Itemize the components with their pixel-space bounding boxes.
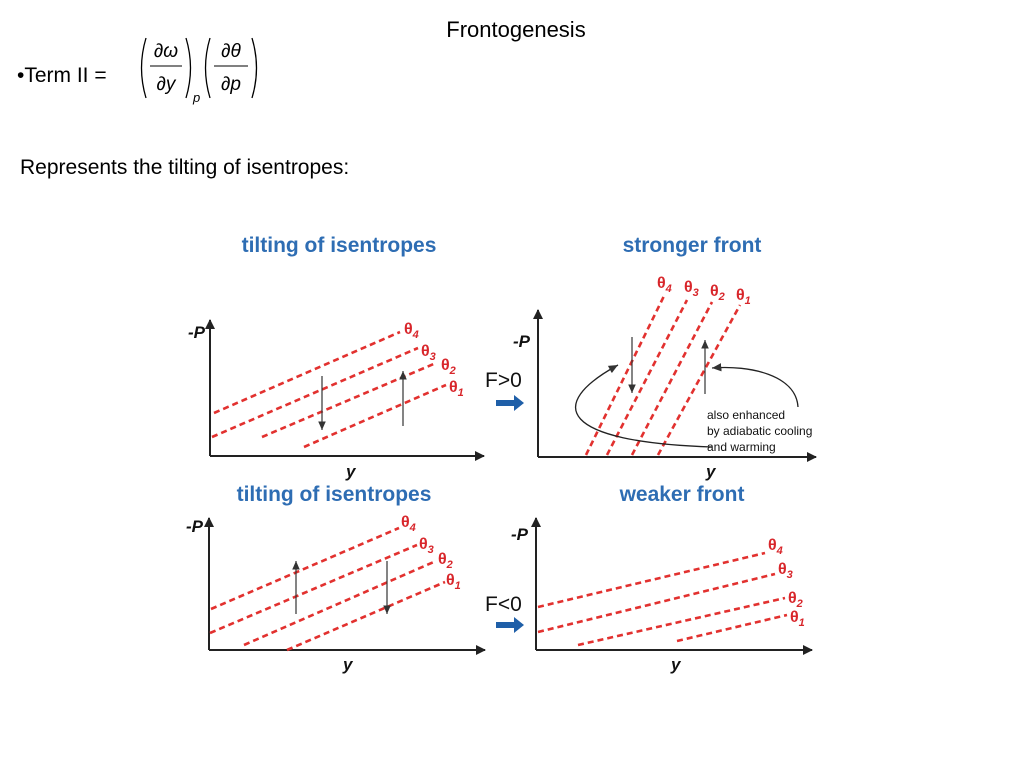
theta-label-3: θ3 <box>419 536 434 556</box>
callout-arrow-left <box>575 364 713 448</box>
transition-arrow-top <box>496 395 524 411</box>
note-line-3: and warming <box>707 440 776 454</box>
panel-title-top-right: stronger front <box>623 234 762 257</box>
axis-p-label: -P <box>188 323 206 342</box>
theta-label-4: θ4 <box>657 275 672 295</box>
isentrope-theta4 <box>537 551 766 609</box>
isentrope-theta2 <box>577 596 786 647</box>
isentrope-theta1 <box>676 613 788 643</box>
term-ii-formula: ∂ω ∂y p ∂θ ∂p <box>140 37 258 105</box>
panel-title-top-left: tilting of isentropes <box>242 234 437 257</box>
note-line-1: also enhanced <box>707 408 785 422</box>
theta-label-1: θ1 <box>790 609 805 629</box>
axis-p-label: -P <box>511 525 529 544</box>
formula-numerator-1: ∂ω <box>154 41 178 62</box>
isentrope-theta2 <box>630 301 714 456</box>
panel-bottom-right: weaker front -P y θ4 θ3 θ2 θ1 <box>511 483 813 674</box>
axis-p-label: -P <box>186 517 204 536</box>
isentrope-theta3 <box>211 346 419 439</box>
term-ii-label: •Term II = <box>17 64 107 87</box>
theta-label-3: θ3 <box>421 343 436 363</box>
panel-title-bottom-right: weaker front <box>619 483 745 506</box>
theta-label-2: θ2 <box>710 283 725 303</box>
isentrope-theta2 <box>261 361 437 439</box>
isentrope-theta1 <box>303 383 447 449</box>
isentrope-theta3 <box>537 572 776 634</box>
isentrope-theta2 <box>243 559 437 647</box>
f-negative-label: F<0 <box>485 593 522 616</box>
formula-numerator-2: ∂θ <box>221 41 241 62</box>
formula-subscript: p <box>192 90 200 105</box>
isentrope-theta1 <box>286 580 446 652</box>
panel-bottom-left: tilting of isentropes -P y θ4 θ3 θ2 θ1 <box>186 483 486 674</box>
isentrope-theta3 <box>605 299 689 456</box>
theta-label-3: θ3 <box>684 279 699 299</box>
slide-title: Frontogenesis <box>446 17 586 42</box>
isentrope-theta4 <box>584 295 666 456</box>
formula-denominator-1: ∂y <box>157 74 177 95</box>
theta-label-4: θ4 <box>404 321 419 341</box>
theta-label-2: θ2 <box>441 357 456 377</box>
axis-y-label: y <box>342 655 354 674</box>
axis-y-label: y <box>705 462 717 481</box>
axis-y-label: y <box>345 462 357 481</box>
isentrope-theta4 <box>210 526 400 611</box>
panel-top-right: stronger front -P y θ4 θ3 θ2 θ1 also enh… <box>513 234 817 481</box>
f-positive-label: F>0 <box>485 369 522 392</box>
theta-label-1: θ1 <box>736 287 751 307</box>
isentrope-theta3 <box>209 543 418 635</box>
theta-label-2: θ2 <box>438 551 453 571</box>
theta-label-3: θ3 <box>778 561 793 581</box>
isentrope-theta1 <box>656 304 742 456</box>
axis-p-label: -P <box>513 332 531 351</box>
formula-denominator-2: ∂p <box>221 74 241 95</box>
note-line-2: by adiabatic cooling <box>707 424 812 438</box>
theta-label-1: θ1 <box>449 379 464 399</box>
panel-top-left: tilting of isentropes -P y θ4 θ3 θ2 θ1 <box>188 234 485 481</box>
caption: Represents the tilting of isentropes: <box>20 156 350 179</box>
callout-arrow-right <box>711 363 799 408</box>
theta-label-4: θ4 <box>401 514 416 534</box>
theta-label-4: θ4 <box>768 537 783 557</box>
isentrope-theta4 <box>213 330 401 415</box>
transition-arrow-bottom <box>496 617 524 633</box>
panel-title-bottom-left: tilting of isentropes <box>237 483 432 506</box>
axis-y-label: y <box>670 655 682 674</box>
theta-label-2: θ2 <box>788 590 803 610</box>
theta-label-1: θ1 <box>446 572 461 592</box>
